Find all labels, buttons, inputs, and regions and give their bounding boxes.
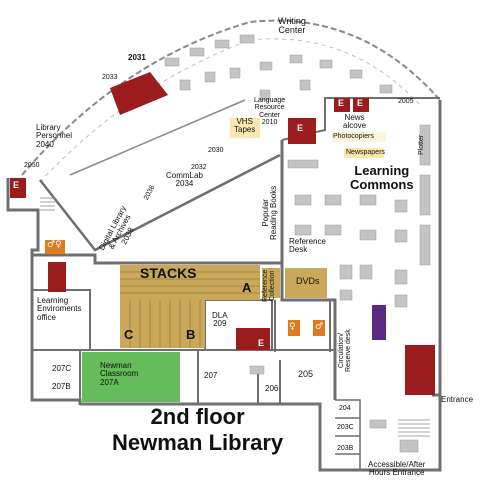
language-center-fill (288, 118, 316, 144)
stack-c-label: C (124, 327, 134, 342)
room-2031: 2031 (128, 53, 146, 62)
elevator-icon-language: E (297, 123, 304, 133)
outer-curved-wall (21, 19, 441, 176)
elevator-icon-dla: E (258, 338, 265, 348)
map-title: 2nd floor Newman Library (112, 404, 283, 457)
title-floor: 2nd floor (150, 404, 245, 429)
elevator-room-2050-fill (10, 178, 26, 198)
restroom-icon-right: ♂ (315, 322, 324, 332)
entrance-label: Entrance (441, 395, 474, 404)
circulation-desk-label: Circulation/Reserve desk (338, 329, 353, 372)
room-207: 207 (204, 371, 218, 380)
elevator-icon-2050: E (13, 180, 20, 190)
room-2033: 2033 (102, 74, 118, 81)
restroom-icon-left: ♂♀ (47, 240, 62, 250)
dvds-shelf (285, 268, 327, 298)
elevator-icon-news-left: E (338, 98, 345, 108)
room-2031-fill (110, 72, 168, 115)
stacks-area-lower (120, 300, 205, 348)
title-library: Newman Library (112, 430, 284, 456)
entrance-room-fill (405, 345, 435, 395)
restroom-icon-mid-bg (288, 320, 300, 336)
reference-collection-shelf (262, 268, 280, 298)
stack-a-label: A (242, 280, 252, 295)
room-203c: 203C (337, 424, 354, 431)
room-207b: 207B (52, 382, 71, 391)
elevator-icon-news-right: E (357, 98, 364, 108)
diagonal-office-wall (69, 99, 246, 176)
stack-b-label: B (186, 327, 196, 342)
room-207c: 207C (52, 364, 72, 373)
room-205: 205 (298, 369, 314, 379)
left-outer-wall (6, 178, 82, 405)
plotter-label: Plotter (418, 134, 425, 155)
stacks-label: STACKS (140, 265, 197, 281)
room-203b: 203B (337, 445, 354, 452)
news-alcove-right-fill (353, 98, 369, 112)
small-room-walls (335, 399, 361, 470)
newman-classroom-area (82, 352, 180, 402)
vhs-tag (230, 118, 260, 138)
stairs-lines (40, 197, 430, 437)
dla-elevator-fill (236, 328, 270, 350)
news-alcove-left-fill (334, 98, 350, 112)
newspapers-tag (344, 148, 384, 158)
photocopiers-tag (332, 132, 386, 142)
elevator-room-left-fill (48, 262, 66, 292)
bottom-wall (80, 395, 442, 472)
plotter-machine (372, 305, 386, 340)
room-206: 206 (265, 384, 279, 393)
diagonal-corridor-wall (39, 153, 281, 252)
room-204: 204 (339, 405, 351, 412)
restroom-icon-mid: ♀ (289, 322, 296, 332)
stack-shelves (120, 271, 260, 348)
room-2030: 2030 (208, 147, 224, 154)
dvds-label: DVDs (296, 276, 320, 286)
restroom-icon-right-bg (313, 320, 325, 336)
room-2050: 2050 (24, 162, 40, 169)
room-2005: 2005 (398, 98, 414, 105)
newspapers-label: Newspapers (346, 149, 385, 156)
photocopiers-label: Photocopiers (333, 133, 374, 140)
furniture (164, 34, 431, 453)
lower-room-walls (32, 349, 335, 404)
room-2032: 2032 (191, 164, 207, 171)
stacks-area (120, 265, 260, 300)
middle-horizontal-wall (32, 253, 282, 265)
restroom-walls (274, 300, 331, 352)
restroom-icon-left-bg (45, 240, 65, 254)
